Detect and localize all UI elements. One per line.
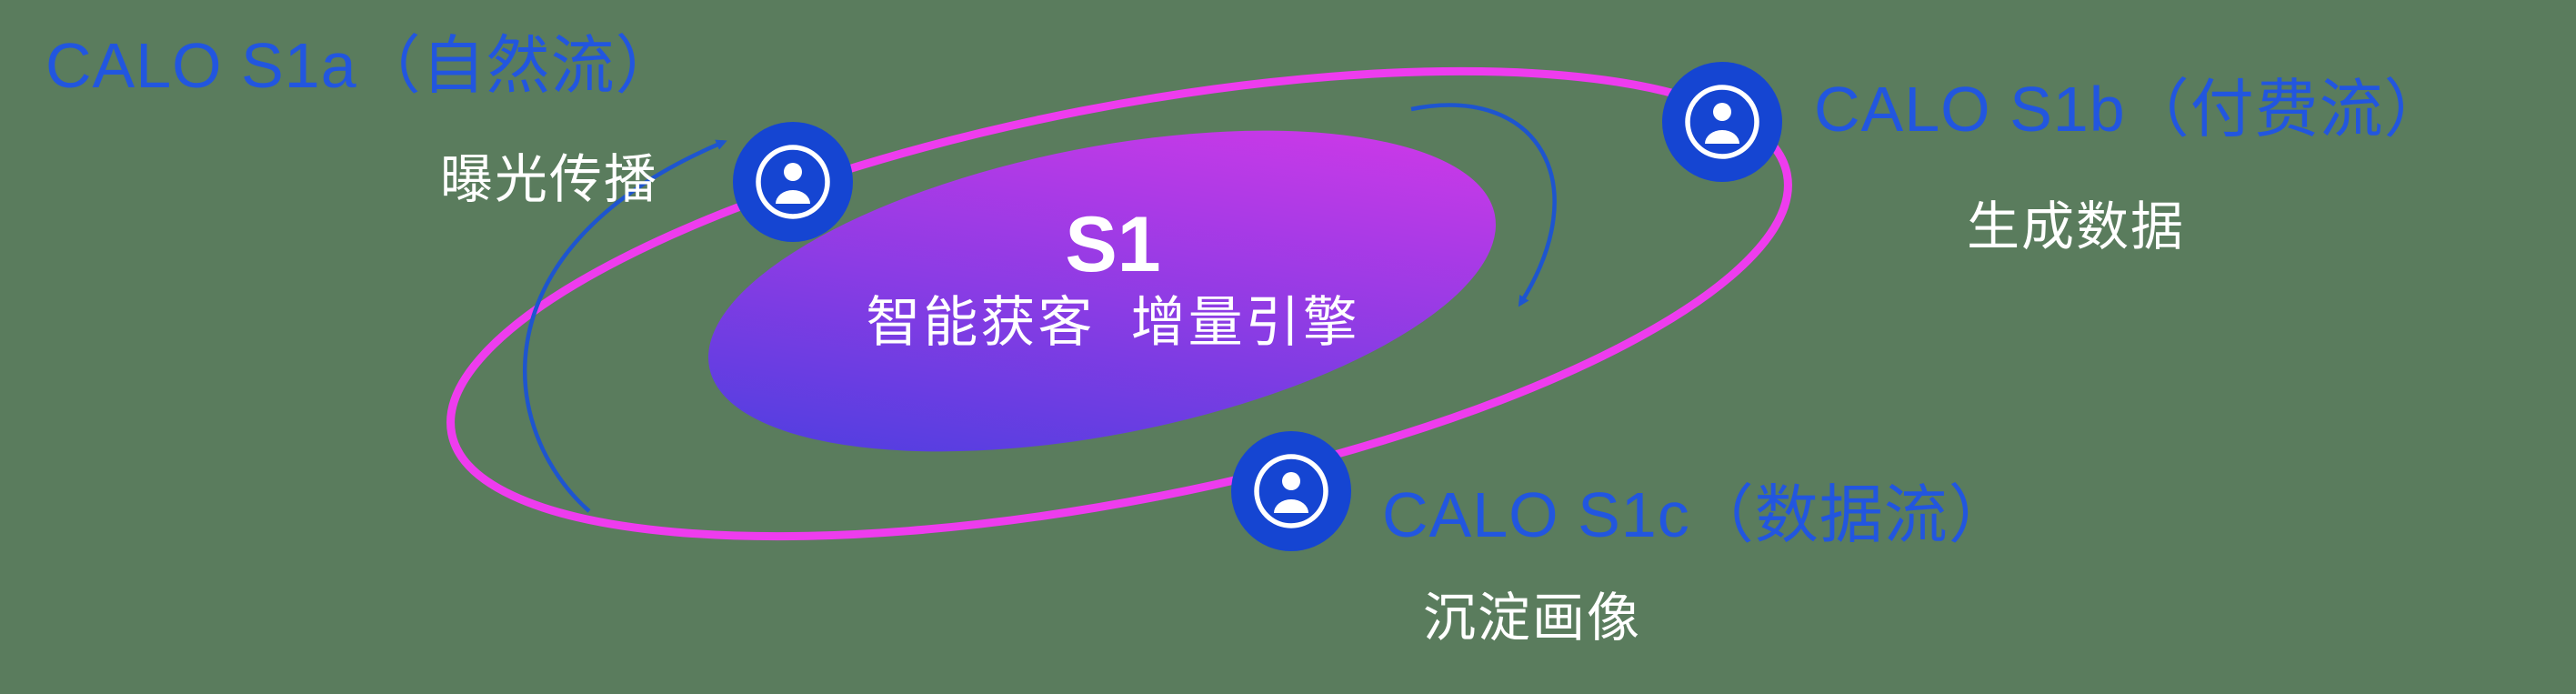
node-s1a-circle <box>733 122 853 242</box>
orbit-ring <box>446 66 1792 541</box>
label-calo-s1c: CALO S1c（数据流） <box>1382 479 2013 550</box>
sublabel-calo-s1b: 生成数据 <box>1967 197 2186 256</box>
node-s1b <box>1662 62 1782 182</box>
center-title: S1 <box>1065 201 1161 288</box>
label-calo-s1b: CALO S1b（付费流） <box>1814 74 2449 145</box>
label-calo-s1a: CALO S1a（自然流） <box>45 30 680 101</box>
node-s1a <box>733 122 853 242</box>
flow-arrow-top-right <box>1410 103 1557 307</box>
flow-arrow-left <box>523 139 727 513</box>
node-s1c-circle <box>1231 431 1351 551</box>
center-ellipse <box>708 130 1496 452</box>
node-s1b-circle <box>1662 62 1782 182</box>
sublabel-calo-s1c: 沉淀画像 <box>1423 588 1642 648</box>
center-subtitle: 智能获客 增量引擎 <box>866 292 1360 353</box>
node-s1c <box>1231 431 1351 551</box>
sublabel-calo-s1a: 曝光传播 <box>440 150 659 209</box>
